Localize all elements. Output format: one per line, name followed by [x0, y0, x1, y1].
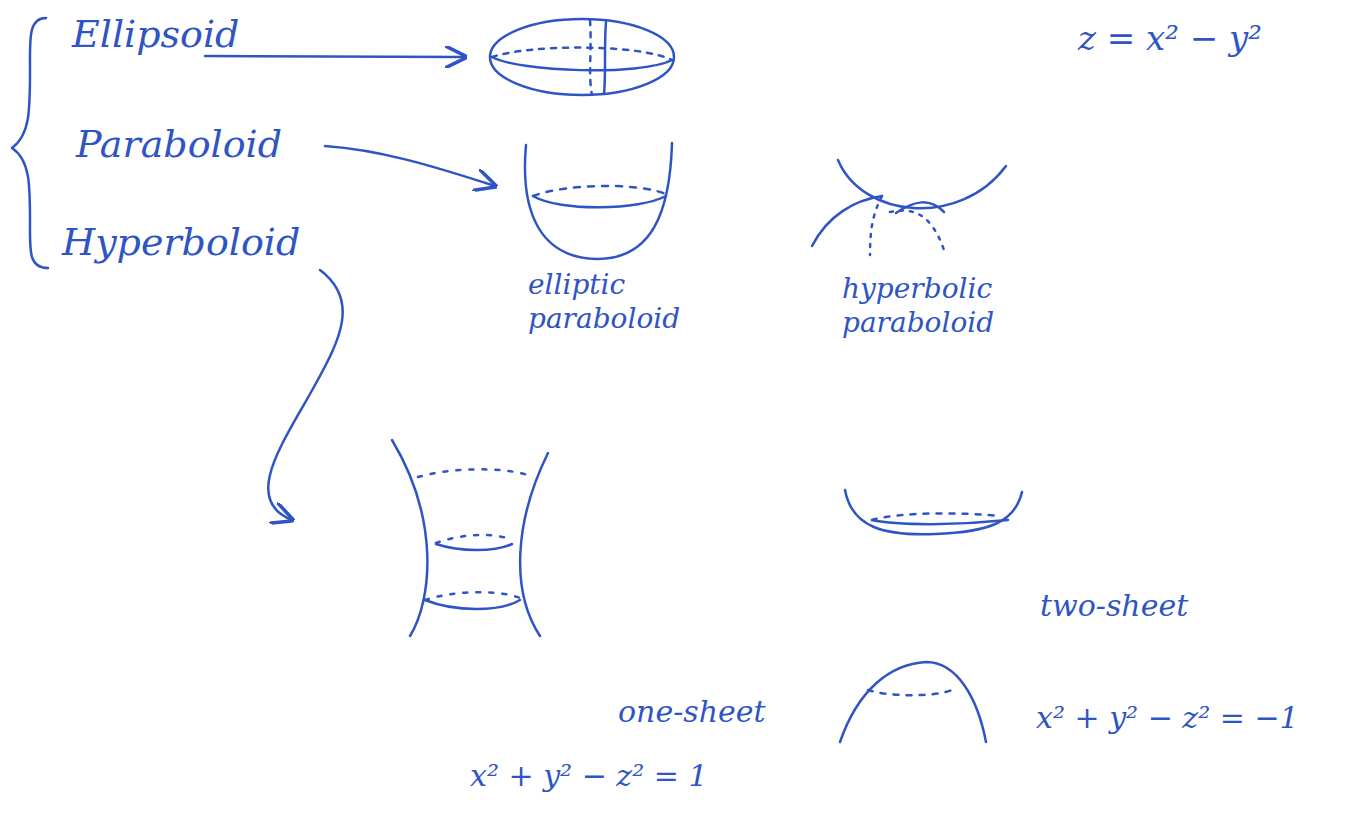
arrow [268, 270, 343, 520]
arrow [325, 146, 495, 186]
surface-label: x² + y² − z² = −1 [1036, 700, 1299, 736]
elliptic-paraboloid-figure [525, 143, 672, 259]
category-label: Paraboloid [76, 122, 282, 168]
one-sheet-figure [392, 440, 548, 636]
surface-label: x² + y² − z² = 1 [470, 758, 707, 794]
category-label: Ellipsoid [72, 12, 239, 58]
ellipsoid-figure [490, 19, 674, 95]
category-label: Hyperboloid [62, 220, 300, 266]
surface-label: elliptic paraboloid [528, 268, 718, 335]
brace [12, 18, 48, 268]
surface-label: z = x² − y² [1078, 18, 1262, 59]
surface-label: hyperbolic paraboloid [842, 272, 1042, 339]
hyperbolic-paraboloid-figure [812, 160, 1006, 255]
surface-label: two-sheet [1040, 588, 1188, 624]
arrow [205, 56, 465, 57]
surface-label: one-sheet [618, 694, 766, 730]
two-sheet-figure [840, 490, 1022, 742]
